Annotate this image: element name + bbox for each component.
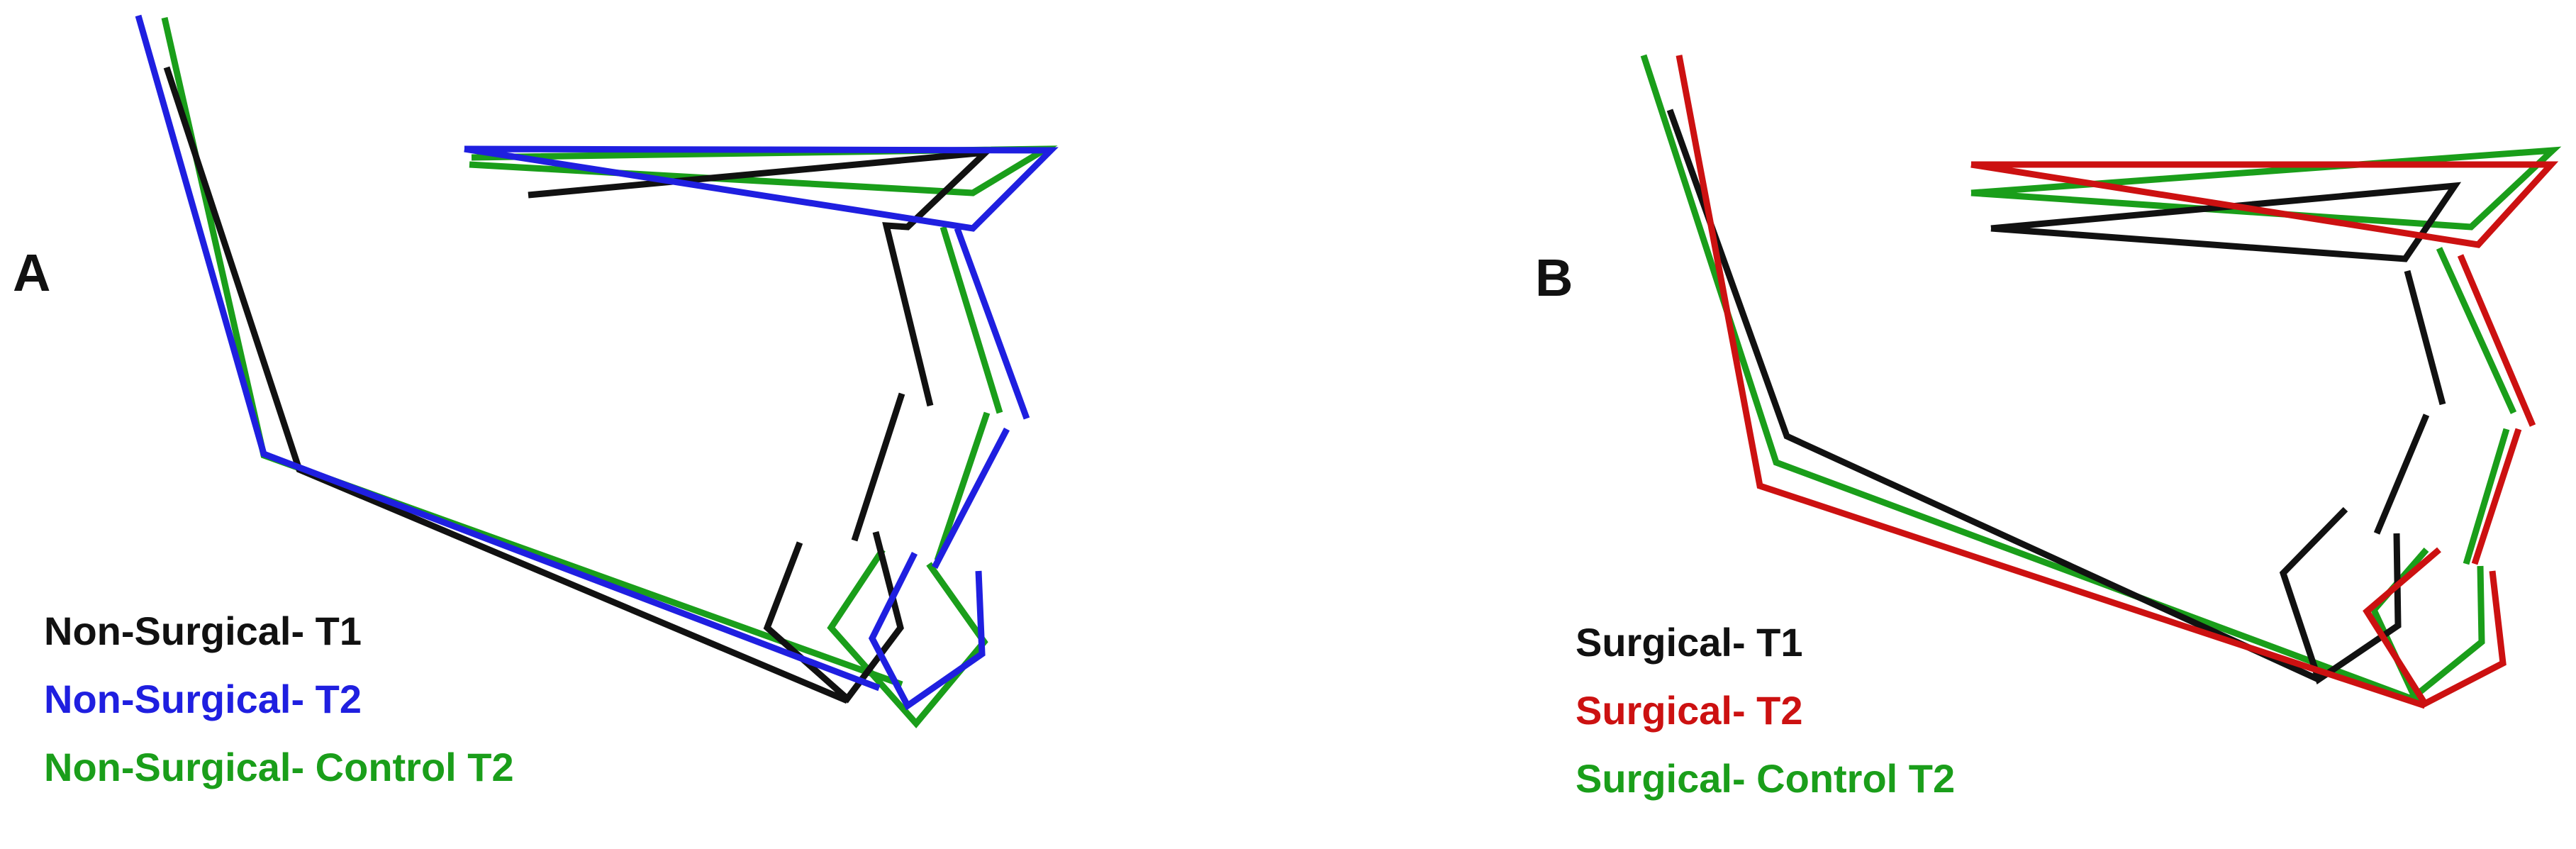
panel-a-black-tracing [163, 66, 995, 704]
legend-item-non-surgical-t1: Non-Surgical- T1 [44, 609, 362, 653]
legend-item-surgical-t2: Surgical- T2 [1576, 688, 1803, 733]
panel-b-black-tracing [1666, 109, 2462, 685]
legend-item-surgical-control-t2: Surgical- Control T2 [1576, 756, 1956, 801]
panel-b-label: B [1535, 248, 1573, 307]
panel-a-legend: Non-Surgical- T1 Non-Surgical- T2 Non-Su… [44, 611, 514, 816]
panel-a-label: A [13, 243, 51, 302]
panel-b-legend: Surgical- T1 Surgical- T2 Surgical- Cont… [1576, 623, 1955, 827]
legend-item-surgical-t1: Surgical- T1 [1576, 620, 1803, 665]
panel-b-red-tracing [1675, 55, 2559, 709]
panel-b-tracings [1640, 54, 2562, 709]
panel-a-tracings [135, 14, 1059, 728]
legend-item-non-surgical-t2: Non-Surgical- T2 [44, 677, 362, 721]
legend-item-non-surgical-control-t2: Non-Surgical- Control T2 [44, 745, 514, 789]
panel-b-green-tracing [1640, 54, 2562, 707]
panel-a-blue-tracing [135, 14, 1059, 711]
